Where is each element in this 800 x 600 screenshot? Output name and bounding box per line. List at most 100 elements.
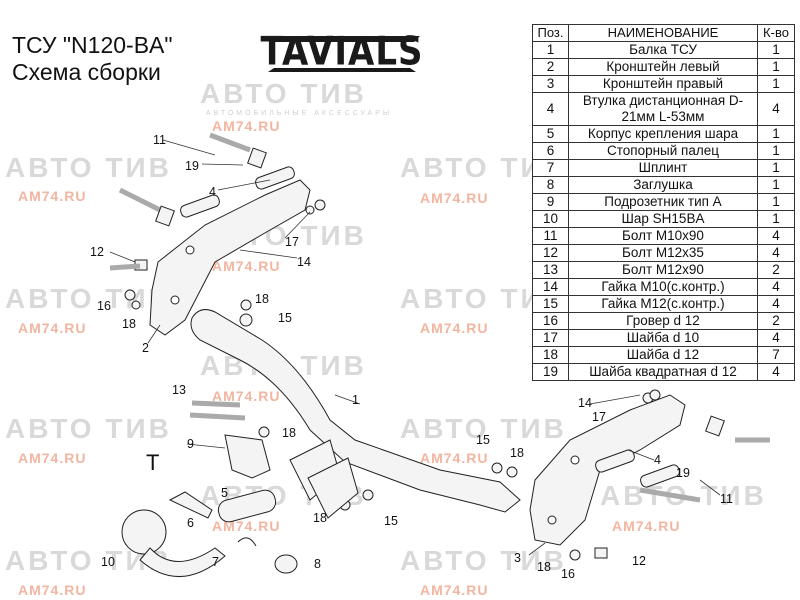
cell-name: Шайба квадратная d 12 xyxy=(568,363,758,381)
callout-label: T xyxy=(146,450,159,475)
cell-position: 18 xyxy=(532,346,569,364)
callout-label: 16 xyxy=(561,567,575,581)
callout-label: 18 xyxy=(122,317,136,331)
logo-swoosh-icon xyxy=(264,36,420,72)
cell-quantity: 1 xyxy=(757,193,795,211)
diagram-title: ТСУ "N120-BA" xyxy=(12,32,173,58)
cell-position: 1 xyxy=(532,41,569,59)
watermark-brand: АВТО ТИВ xyxy=(400,413,567,444)
cell-name: Шайба d 12 xyxy=(568,346,758,364)
watermark-brand: АВТО ТИВ xyxy=(5,413,172,444)
parts-table-header: Поз. НАИМЕНОВАНИЕ К-во xyxy=(532,24,795,42)
callout-label: 7 xyxy=(212,555,219,569)
watermark-domain: AM74.RU xyxy=(420,320,489,336)
cell-quantity: 7 xyxy=(757,346,795,364)
callout-label: 15 xyxy=(476,433,490,447)
bolt-part xyxy=(191,400,241,408)
cap-plug-part xyxy=(274,554,298,574)
callout-label: 18 xyxy=(282,426,296,440)
callout-label: 9 xyxy=(187,437,194,451)
cell-name: Кронштейн левый xyxy=(568,58,758,76)
washer-part xyxy=(305,205,315,215)
cell-name: Гайка М10(с.контр.) xyxy=(568,278,758,296)
header-quantity: К-во xyxy=(757,24,795,42)
callout-label: 4 xyxy=(654,453,661,467)
tavials-logo xyxy=(258,26,426,78)
washer-part xyxy=(240,299,252,311)
callout-label: 17 xyxy=(285,235,299,249)
callout-label: 11 xyxy=(720,492,733,506)
cell-quantity: 1 xyxy=(757,75,795,93)
cell-position: 15 xyxy=(532,295,569,313)
cell-position: 10 xyxy=(532,210,569,228)
watermark-brand: АВТО ТИВ xyxy=(400,545,567,576)
locking-pin-part xyxy=(168,491,213,519)
cell-name: Болт М12х90 xyxy=(568,261,758,279)
callout-label: 12 xyxy=(90,245,104,259)
callout-numbers: 11 19 4 17 14 12 16 18 2 18 15 1 13 18 9… xyxy=(90,133,733,581)
callout-label: 19 xyxy=(676,466,690,480)
callout-label: 18 xyxy=(313,511,327,525)
tow-ball-part xyxy=(121,509,167,555)
washer-part xyxy=(131,300,141,310)
watermark-brand: АВТО ТИВ xyxy=(5,152,172,183)
nut-part xyxy=(362,489,374,501)
cell-quantity: 4 xyxy=(757,363,795,381)
callout-label: 18 xyxy=(510,446,524,460)
nut-part xyxy=(314,199,326,211)
bolt-part xyxy=(118,187,162,213)
cell-position: 5 xyxy=(532,125,569,143)
cell-position: 9 xyxy=(532,193,569,211)
cell-quantity: 2 xyxy=(757,261,795,279)
callout-label: 10 xyxy=(101,555,115,569)
cell-name: Стопорный палец xyxy=(568,142,758,160)
square-washer-part xyxy=(155,205,175,227)
callout-label: 19 xyxy=(185,159,199,173)
right-bracket-part xyxy=(529,394,686,546)
cell-name: Шайба d 10 xyxy=(568,329,758,347)
cell-quantity: 1 xyxy=(757,58,795,76)
cell-quantity: 1 xyxy=(757,159,795,177)
mounting-plate-part xyxy=(307,457,359,519)
spacer-sleeve-part xyxy=(640,464,680,488)
nut-part xyxy=(649,389,661,401)
washer-part xyxy=(506,466,518,478)
cell-quantity: 1 xyxy=(757,210,795,228)
leader-lines xyxy=(109,139,721,556)
callout-label: 16 xyxy=(97,299,111,313)
bolt-part xyxy=(639,487,701,503)
watermark-brand: АВТО ТИВ xyxy=(200,78,367,109)
callout-label: 6 xyxy=(187,516,194,530)
cell-quantity: 4 xyxy=(757,227,795,245)
bolt-part xyxy=(109,263,141,271)
callout-label: 11 xyxy=(153,133,166,147)
callout-label: 8 xyxy=(314,557,321,571)
callout-label: 4 xyxy=(209,185,216,199)
watermark-domain: AM74.RU xyxy=(420,582,489,598)
socket-bracket-part xyxy=(224,434,271,479)
callout-label: 1 xyxy=(352,393,359,407)
cell-name: Балка ТСУ xyxy=(568,41,758,59)
cell-position: 7 xyxy=(532,159,569,177)
watermark-tagline: АВТОМОБИЛЬНЫЕ АКСЕССУАРЫ xyxy=(206,110,393,117)
nut-part xyxy=(491,462,503,474)
watermark-domain: AM74.RU xyxy=(18,320,87,336)
bolt-part xyxy=(189,412,246,421)
cell-name: Гровер d 12 xyxy=(568,312,758,330)
diagram-subtitle: Схема сборки xyxy=(12,59,161,85)
cell-quantity: 2 xyxy=(757,312,795,330)
header-position: Поз. xyxy=(532,24,569,42)
watermark-domain: AM74.RU xyxy=(420,450,489,466)
cell-quantity: 1 xyxy=(757,176,795,194)
callout-label: 15 xyxy=(384,514,398,528)
callout-label: 18 xyxy=(537,560,551,574)
cell-quantity: 4 xyxy=(757,92,795,126)
